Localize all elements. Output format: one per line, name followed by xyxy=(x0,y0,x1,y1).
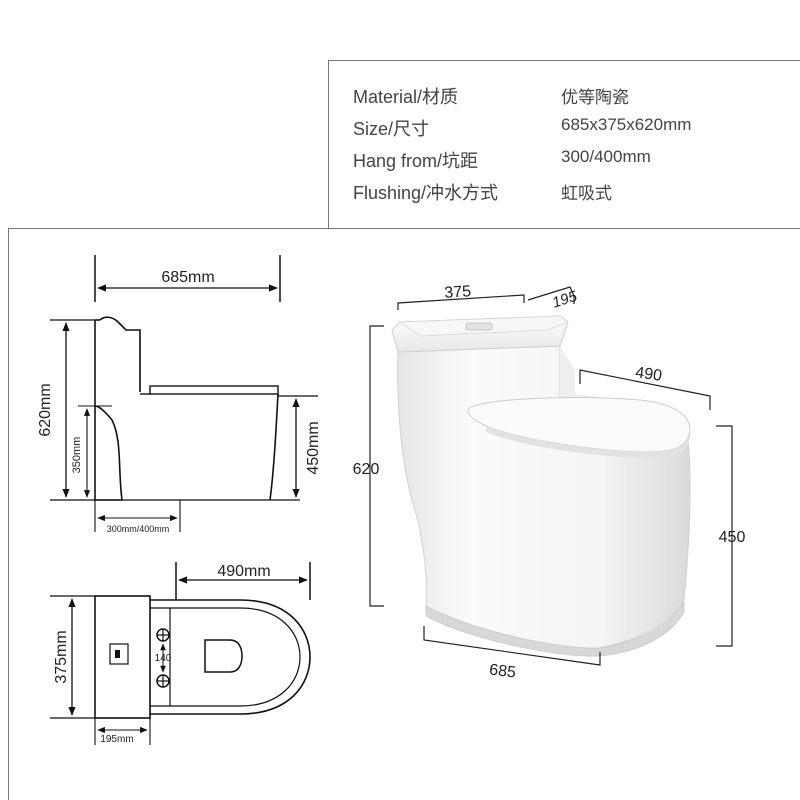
spec-value: 300/400mm xyxy=(561,147,651,166)
side-bowl-height-label: 450mm xyxy=(305,421,322,474)
top-tank-depth-label: 195mm xyxy=(100,734,133,745)
spec-value: 685x375x620mm xyxy=(561,115,692,134)
spec-table: Material/材质 优等陶瓷 Size/尺寸 685x375x620mm H… xyxy=(328,60,800,228)
spec-label: Flushing/冲水方式 xyxy=(353,183,499,203)
product-bowl-height-label: 450 xyxy=(719,529,746,546)
spec-label: Size/尺寸 xyxy=(353,119,430,139)
side-width-label: 685mm xyxy=(161,269,214,286)
side-seat-height-label: 350mm xyxy=(71,437,83,474)
product-base-length-label: 685 xyxy=(488,661,517,681)
side-rough-in-label: 300mm/400mm xyxy=(107,524,170,534)
product-bowl-length-label: 490 xyxy=(634,364,663,385)
product-image xyxy=(391,315,691,657)
product-height-label: 620 xyxy=(353,461,380,478)
side-height-label: 620mm xyxy=(37,383,54,436)
top-length-label: 490mm xyxy=(217,563,270,580)
top-view-drawing xyxy=(50,562,311,745)
spec-label: Material/材质 xyxy=(353,87,459,107)
diagram-frame xyxy=(8,228,800,800)
top-bolt-spacing-label: 140 xyxy=(155,653,172,664)
spec-label: Hang from/坑距 xyxy=(353,151,479,171)
spec-value: 优等陶瓷 xyxy=(561,88,629,107)
spec-value: 虹吸式 xyxy=(561,184,612,203)
product-dimension-lines xyxy=(369,286,733,666)
product-tank-width-label: 375 xyxy=(444,283,472,302)
side-view-drawing xyxy=(50,255,318,532)
top-width-label: 375mm xyxy=(53,630,70,683)
